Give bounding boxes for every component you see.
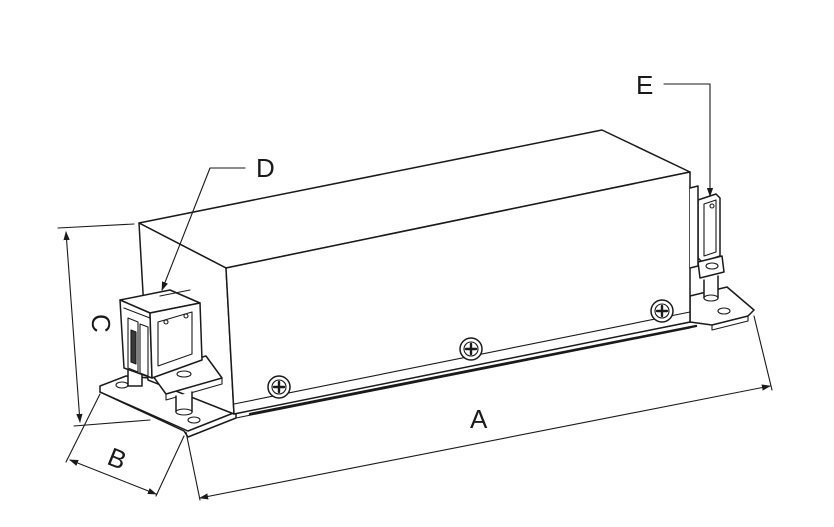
extension-line-b-front <box>155 435 185 497</box>
extension-line-c-bottom <box>73 419 151 427</box>
screw-right <box>650 299 674 323</box>
body-front-face <box>225 171 691 415</box>
extension-line-c-top <box>57 223 135 229</box>
leader-line-e <box>663 83 714 197</box>
dimension-c: C <box>57 223 151 427</box>
terminal-block-left <box>119 289 223 416</box>
label-e: E <box>636 70 653 100</box>
mount-hole-left-front <box>187 416 201 424</box>
label-c: C <box>86 314 116 333</box>
label-d: D <box>256 153 275 183</box>
mount-hole-left-back <box>115 381 129 389</box>
mount-hole-right <box>717 307 731 315</box>
leader-line-d <box>161 167 246 291</box>
dimension-line-c <box>63 231 83 423</box>
label-b: B <box>103 441 130 475</box>
dimension-line-a <box>199 384 771 500</box>
dimension-line-b <box>69 459 157 495</box>
flange-right-tab <box>689 286 755 326</box>
terminal-block-right <box>689 185 725 302</box>
screw-left <box>267 375 291 399</box>
extension-line-a-right <box>753 315 773 391</box>
extension-line-a-left <box>185 431 201 501</box>
filter-body <box>138 129 691 415</box>
label-a: A <box>470 404 488 434</box>
screw-center <box>459 337 483 361</box>
dimension-a: A <box>185 315 773 501</box>
extension-line-b-back <box>65 393 101 463</box>
flange-right-edge <box>711 315 749 331</box>
callout-e: E <box>636 70 714 197</box>
callout-d: D <box>161 153 275 291</box>
